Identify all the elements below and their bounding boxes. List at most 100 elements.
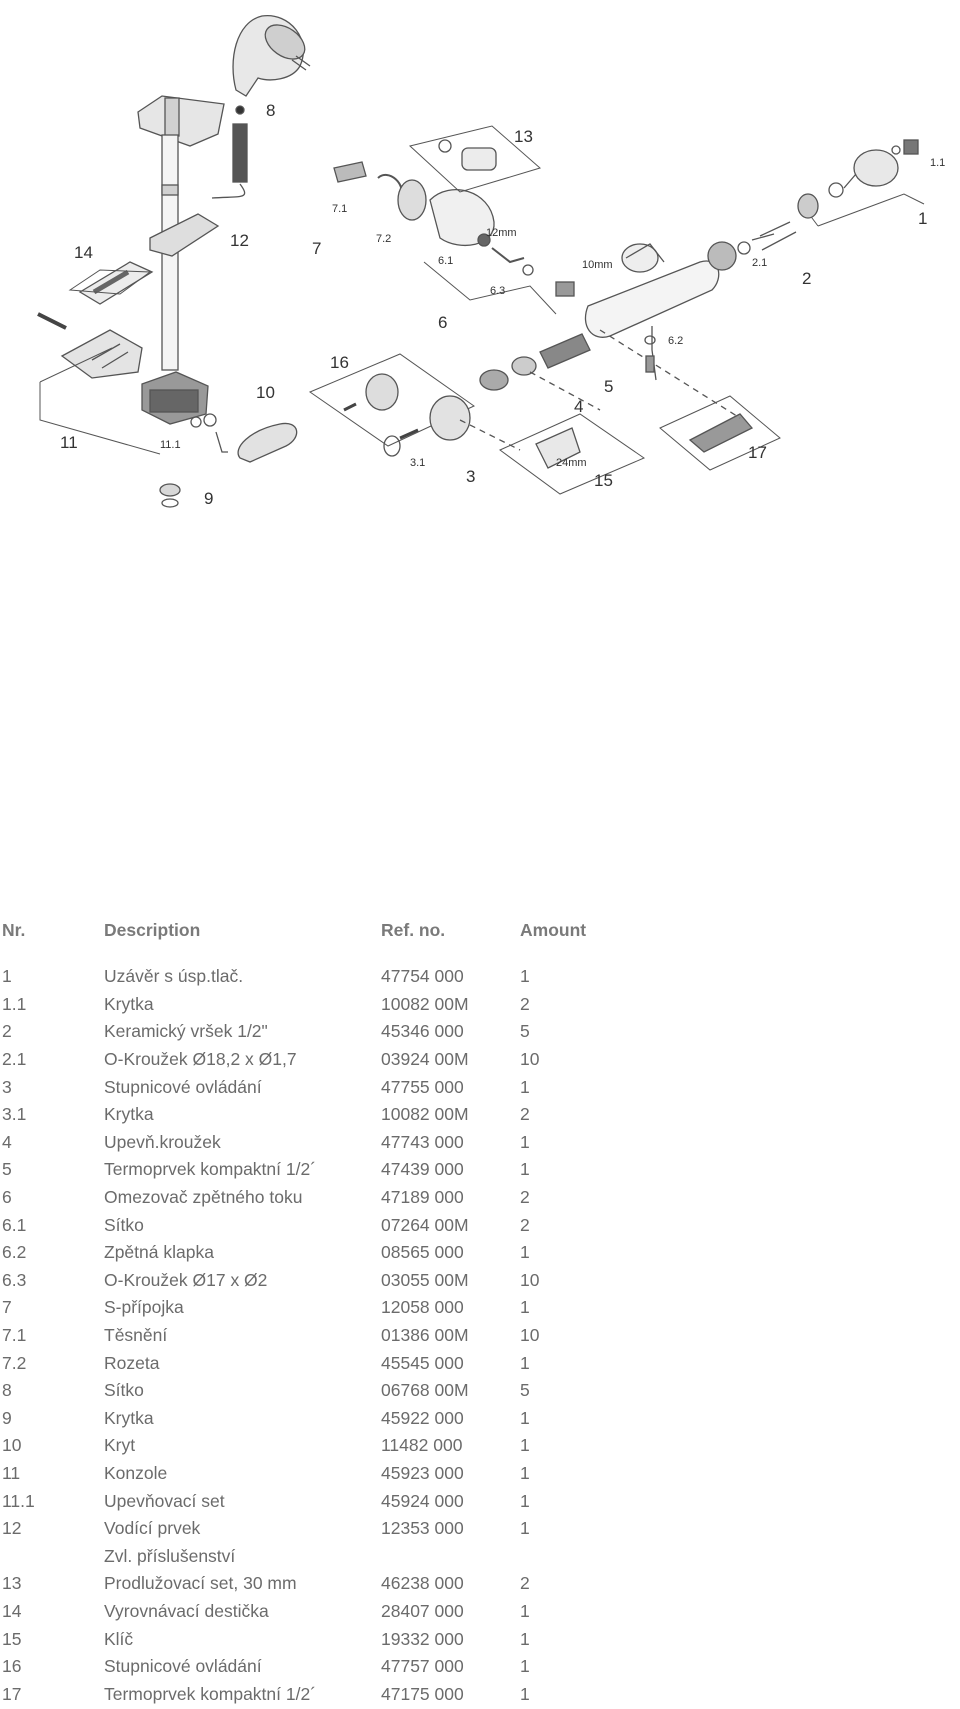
cell-description: Těsnění <box>104 1325 168 1346</box>
table-row: 1.1 Krytka 10082 00M 2 <box>0 991 620 1019</box>
cell-ref-no: 03924 00M <box>381 1049 469 1070</box>
cell-amount: 1 <box>520 1462 530 1483</box>
cell-ref-no: 47439 000 <box>381 1159 464 1180</box>
thermostat-mixer-assembly <box>308 125 925 495</box>
cell-amount: 2 <box>520 993 530 1014</box>
cell-amount: 1 <box>520 1159 530 1180</box>
cell-nr: 3 <box>2 1076 12 1097</box>
table-row: Zvl. příslušenství <box>0 1542 620 1570</box>
cell-description: Konzole <box>104 1462 168 1483</box>
cell-amount: 1 <box>520 1518 530 1539</box>
dimension-24mm: 24mm <box>556 457 587 469</box>
cell-nr: 8 <box>2 1380 12 1401</box>
cell-amount: 10 <box>520 1269 540 1290</box>
cell-ref-no: 47743 000 <box>381 1131 464 1152</box>
cell-nr: 17 <box>2 1683 22 1704</box>
cell-ref-no: 12058 000 <box>381 1297 464 1318</box>
cell-nr: 6.3 <box>2 1269 27 1290</box>
cell-amount: 1 <box>520 966 530 987</box>
cell-description: Upevňovací set <box>104 1490 225 1511</box>
cell-nr: 6.2 <box>2 1242 27 1263</box>
cell-nr: 12 <box>2 1518 22 1539</box>
cell-description: Keramický vršek 1/2" <box>104 1021 268 1042</box>
cell-ref-no: 47754 000 <box>381 966 464 987</box>
cell-description: Stupnicové ovládání <box>104 1656 262 1677</box>
cell-amount: 10 <box>520 1325 540 1346</box>
cell-nr: 16 <box>2 1656 22 1677</box>
cell-nr: 4 <box>2 1131 12 1152</box>
cell-ref-no: 47755 000 <box>381 1076 464 1097</box>
cell-nr: 6 <box>2 1187 12 1208</box>
callout-6: 6 <box>438 313 447 332</box>
header-nr: Nr. <box>2 919 26 940</box>
cell-amount: 1 <box>520 1490 530 1511</box>
cell-nr: 7.2 <box>2 1352 27 1373</box>
cell-description: Uzávěr s úsp.tlač. <box>104 966 244 987</box>
cell-ref-no: 07264 00M <box>381 1214 469 1235</box>
callout-9: 9 <box>204 489 213 508</box>
callout-11: 11 <box>60 433 78 452</box>
callout-3-1: 3.1 <box>410 457 425 469</box>
dimension-10mm: 10mm <box>582 259 613 271</box>
cell-description: S-přípojka <box>104 1297 184 1318</box>
cell-ref-no: 10082 00M <box>381 993 469 1014</box>
table-row: 8 Sítko 06768 00M 5 <box>0 1377 620 1405</box>
cell-amount: 1 <box>520 1407 530 1428</box>
cell-nr: 13 <box>2 1573 22 1594</box>
header-description: Description <box>104 919 201 940</box>
cell-description: Krytka <box>104 993 154 1014</box>
cell-amount: 1 <box>520 1435 530 1456</box>
cell-nr: 6.1 <box>2 1214 27 1235</box>
callout-5: 5 <box>604 377 613 396</box>
callout-6-3: 6.3 <box>490 285 505 297</box>
cell-amount: 2 <box>520 1104 530 1125</box>
cell-ref-no: 47189 000 <box>381 1187 464 1208</box>
cell-nr: 1.1 <box>2 993 27 1014</box>
cell-description: Kryt <box>104 1435 136 1456</box>
cell-amount: 1 <box>520 1628 530 1649</box>
cell-description: O-Kroužek Ø17 x Ø2 <box>104 1269 268 1290</box>
cell-amount: 1 <box>520 1352 530 1373</box>
cell-ref-no: 06768 00M <box>381 1380 469 1401</box>
callout-3: 3 <box>466 467 475 486</box>
cell-amount: 1 <box>520 1683 530 1704</box>
cell-ref-no: 12353 000 <box>381 1518 464 1539</box>
cell-nr: 1 <box>2 966 12 987</box>
cell-amount: 1 <box>520 1297 530 1318</box>
callout-2: 2 <box>802 269 811 288</box>
cell-description: Sítko <box>104 1380 144 1401</box>
cell-description: Klíč <box>104 1628 134 1649</box>
cell-nr: 2 <box>2 1021 12 1042</box>
cell-amount: 10 <box>520 1049 540 1070</box>
cell-ref-no: 45922 000 <box>381 1407 464 1428</box>
cell-ref-no: 11482 000 <box>381 1435 463 1456</box>
cell-nr: 11.1 <box>2 1490 35 1511</box>
cell-description: Krytka <box>104 1104 154 1125</box>
cell-nr: 2.1 <box>2 1049 27 1070</box>
callout-14: 14 <box>74 243 93 262</box>
cell-amount: 5 <box>520 1380 530 1401</box>
callout-11-1: 11.1 <box>160 439 181 451</box>
callout-15: 15 <box>594 471 613 490</box>
cell-nr: 5 <box>2 1159 12 1180</box>
cell-amount: 1 <box>520 1600 530 1621</box>
cell-description: Stupnicové ovládání <box>104 1076 262 1097</box>
cell-ref-no: 01386 00M <box>381 1325 469 1346</box>
cell-ref-no: 45923 000 <box>381 1462 464 1483</box>
callout-17: 17 <box>748 443 767 462</box>
